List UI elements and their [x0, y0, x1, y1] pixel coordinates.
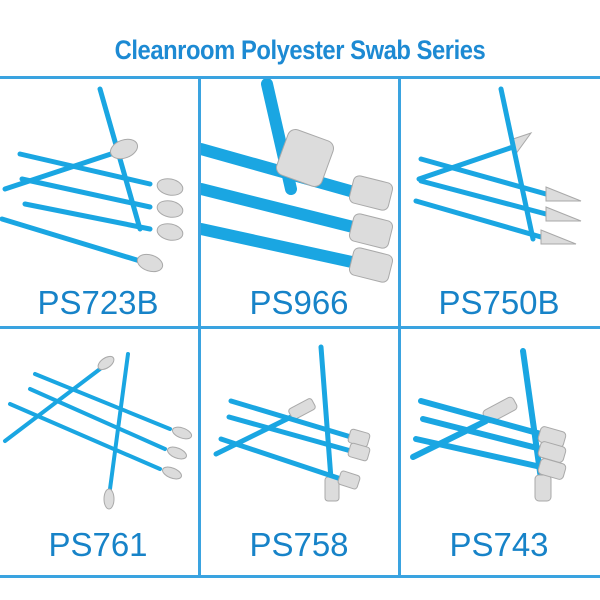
product-cell-ps966[interactable]: PS966 [201, 79, 397, 327]
swab [218, 436, 361, 490]
page-title: Cleanroom Polyester Swab Series [114, 35, 486, 65]
swab [0, 216, 164, 273]
swab [22, 201, 184, 241]
swab [520, 348, 552, 502]
swab [410, 396, 518, 460]
swab [418, 156, 582, 202]
product-label: PS723B [37, 284, 159, 321]
swab [413, 436, 567, 480]
swab [413, 198, 577, 245]
swab-photo-ps750b [413, 86, 582, 245]
swab-photo-ps758 [213, 344, 371, 502]
swab-photo-ps743 [410, 348, 567, 502]
swab [33, 372, 193, 440]
swab-photo-ps723b [0, 86, 184, 273]
swab [3, 355, 115, 443]
grid-line-middle [0, 326, 600, 329]
swab [17, 151, 184, 196]
swab [201, 223, 394, 283]
swab [28, 387, 187, 460]
swab [2, 86, 143, 232]
swab-photo-ps761 [3, 352, 193, 510]
product-label: PS750B [438, 284, 560, 321]
swab [261, 79, 335, 195]
product-cell-ps723b[interactable]: PS723B [0, 79, 196, 327]
product-label: PS761 [48, 526, 148, 563]
product-label: PS743 [449, 526, 549, 563]
grid-line-left [198, 76, 201, 576]
swab [418, 178, 582, 222]
swab [103, 352, 130, 510]
product-cell-ps761[interactable]: PS761 [0, 329, 196, 577]
swab [420, 416, 567, 463]
product-cell-ps750b[interactable]: PS750B [401, 79, 597, 327]
swab [201, 183, 394, 249]
swab [498, 86, 536, 242]
swab [226, 414, 371, 462]
swab [213, 398, 316, 457]
product-cell-ps743[interactable]: PS743 [401, 329, 597, 577]
swab [8, 402, 182, 480]
grid-line-top [0, 76, 600, 79]
grid-line-right [398, 76, 401, 576]
swab [19, 176, 184, 218]
product-cell-ps758[interactable]: PS758 [201, 329, 397, 577]
swab-photo-ps966 [201, 79, 394, 283]
product-label: PS758 [249, 526, 349, 563]
grid-line-bottom [0, 575, 600, 578]
product-label: PS966 [249, 284, 349, 321]
